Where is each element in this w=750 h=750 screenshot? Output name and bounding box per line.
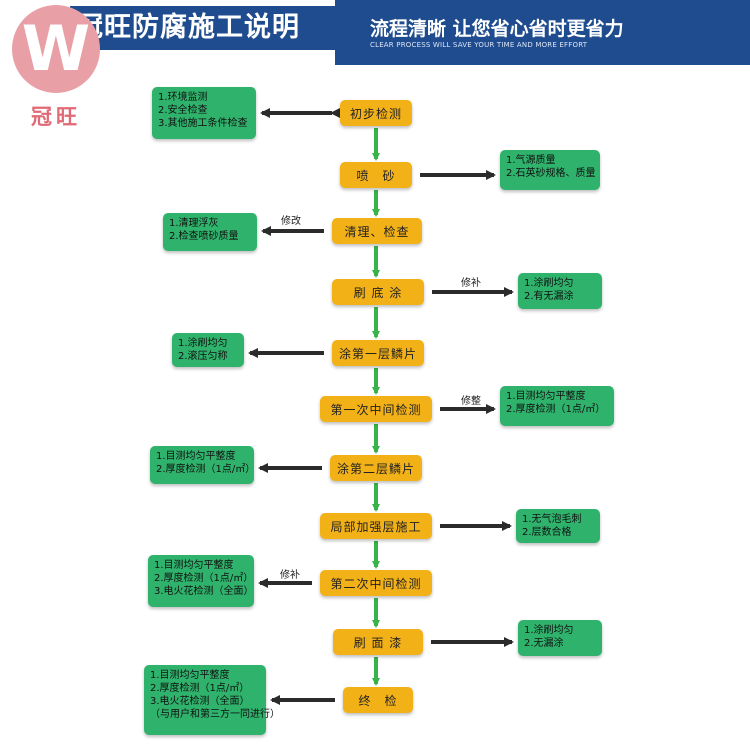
note-line: 1.涂刷均匀 bbox=[524, 278, 574, 289]
flow-step: 刷 面 漆 bbox=[333, 629, 423, 655]
arrow-label: 修补 bbox=[280, 570, 300, 581]
arrow-label: 修补 bbox=[461, 278, 481, 289]
note-line: 2.厚度检测（1点/㎡） bbox=[506, 404, 606, 415]
note-line: 2.层数合格 bbox=[522, 527, 572, 538]
brand-logo: W 冠旺 bbox=[12, 5, 100, 135]
check-note: 1.清理浮灰 2.检查喷砂质量 bbox=[163, 213, 257, 251]
note-line: 2.厚度检测（1点/㎡） bbox=[154, 573, 254, 584]
flow-step: 刷 底 涂 bbox=[332, 279, 424, 305]
note-line: 3.其他施工条件检查 bbox=[158, 118, 248, 129]
header-slogan: 流程清晰 让您省心省时更省力 bbox=[370, 18, 624, 40]
flow-step: 第一次中间检测 bbox=[320, 396, 432, 422]
check-note: 1.气源质量 2.石英砂规格、质量 bbox=[500, 150, 600, 190]
note-line: 3.电火花检测（全面） bbox=[154, 586, 254, 597]
note-line: 1.清理浮灰 bbox=[169, 218, 219, 229]
page-title: 冠旺防腐施工说明 bbox=[70, 6, 341, 50]
check-note: 1.涂刷均匀 2.有无漏涂 bbox=[518, 273, 602, 309]
note-line: 1.无气泡毛刺 bbox=[522, 514, 582, 525]
flow-step: 初步检测 bbox=[340, 100, 412, 126]
note-line: 1.目测均匀平整度 bbox=[150, 670, 230, 681]
check-note: 1.目测均匀平整度 2.厚度检测（1点/㎡） 3.电火花检测（全面） （与用户和第三方… bbox=[144, 665, 280, 735]
note-line: 1.目测均匀平整度 bbox=[156, 451, 236, 462]
flow-step: 涂第一层鳞片 bbox=[332, 340, 424, 366]
flow-step: 喷 砂 bbox=[340, 162, 412, 188]
note-line: （与用户和第三方一同进行） bbox=[150, 709, 280, 720]
note-line: 2.安全检查 bbox=[158, 105, 208, 116]
arrow-label: 修整 bbox=[461, 396, 481, 407]
header-right-panel bbox=[335, 0, 750, 65]
check-note: 1.涂刷均匀 2.无漏涂 bbox=[518, 620, 602, 656]
logo-circle bbox=[12, 5, 100, 93]
check-note: 1.环境监测 2.安全检查 3.其他施工条件检查 bbox=[152, 87, 256, 139]
note-line: 2.厚度检测（1点/㎡） bbox=[150, 683, 250, 694]
check-note: 1.目测均匀平整度 2.厚度检测（1点/㎡） 3.电火花检测（全面） bbox=[148, 555, 254, 607]
flow-step: 涂第二层鳞片 bbox=[330, 455, 422, 481]
flow-step: 局部加强层施工 bbox=[320, 513, 432, 539]
flow-step: 终 检 bbox=[343, 687, 413, 713]
check-note: 1.无气泡毛刺 2.层数合格 bbox=[516, 509, 600, 543]
note-line: 1.涂刷均匀 bbox=[178, 338, 228, 349]
check-note: 1.目测均匀平整度 2.厚度检测（1点/㎡） bbox=[150, 446, 256, 484]
note-line: 1.目测均匀平整度 bbox=[506, 391, 586, 402]
note-line: 1.环境监测 bbox=[158, 92, 208, 103]
note-line: 2.厚度检测（1点/㎡） bbox=[156, 464, 256, 475]
check-note: 1.目测均匀平整度 2.厚度检测（1点/㎡） bbox=[500, 386, 614, 426]
note-line: 2.检查喷砂质量 bbox=[169, 231, 239, 242]
note-line: 1.气源质量 bbox=[506, 155, 556, 166]
note-line: 1.目测均匀平整度 bbox=[154, 560, 234, 571]
header-subtitle: CLEAR PROCESS WILL SAVE YOUR TIME AND MO… bbox=[370, 41, 588, 49]
note-line: 2.有无漏涂 bbox=[524, 291, 574, 302]
note-line: 2.石英砂规格、质量 bbox=[506, 168, 596, 179]
flow-step: 第二次中间检测 bbox=[320, 570, 432, 596]
check-note: 1.涂刷均匀 2.滚压匀称 bbox=[172, 333, 244, 367]
logo-text: 冠旺 bbox=[31, 105, 81, 129]
logo-letter: W bbox=[21, 12, 91, 85]
note-line: 1.涂刷均匀 bbox=[524, 625, 574, 636]
note-line: 2.无漏涂 bbox=[524, 638, 564, 649]
note-line: 3.电火花检测（全面） bbox=[150, 696, 250, 707]
header-banner: 冠旺防腐施工说明 流程清晰 让您省心省时更省力 CLEAR PROCESS WI… bbox=[0, 0, 750, 65]
arrow-label: 修改 bbox=[281, 216, 301, 227]
flow-step: 清理、检查 bbox=[332, 218, 422, 244]
note-line: 2.滚压匀称 bbox=[178, 351, 228, 362]
